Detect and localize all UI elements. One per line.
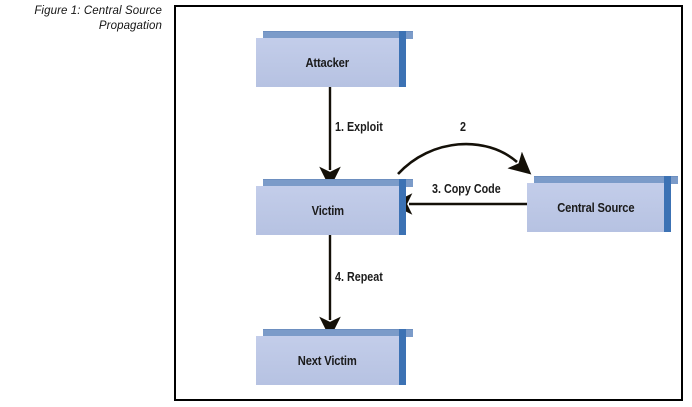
edge-label-request: 2: [460, 120, 466, 134]
node-attacker-side-face: [399, 31, 406, 87]
node-attacker-front-face: Attacker: [256, 38, 399, 87]
node-next-victim-label: Next Victim: [298, 353, 357, 368]
node-attacker-label: Attacker: [305, 55, 350, 70]
node-central-source[interactable]: Central Source: [527, 176, 678, 232]
node-attacker-top-face: [263, 31, 413, 39]
edge-label-repeat: 4. Repeat: [335, 270, 383, 284]
node-next-victim[interactable]: Next Victim: [256, 329, 413, 385]
node-next-victim-front-face: Next Victim: [256, 336, 399, 385]
node-next-victim-top-face: [263, 329, 413, 337]
node-central-source-top-face: [534, 176, 678, 184]
node-central-source-label: Central Source: [556, 200, 635, 215]
node-victim-label: Victim: [311, 203, 344, 218]
arrow-request-curve: [397, 142, 532, 175]
edge-label-exploit: 1. Exploit: [335, 120, 383, 134]
node-victim[interactable]: Victim: [256, 179, 413, 235]
node-central-source-front-face: Central Source: [527, 183, 664, 232]
edge-label-copy-code: 3. Copy Code: [432, 182, 501, 196]
node-next-victim-side-face: [399, 329, 406, 385]
figure-caption: Figure 1: Central Source Propagation: [34, 5, 162, 32]
node-central-source-side-face: [664, 176, 671, 232]
node-victim-top-face: [263, 179, 413, 187]
node-victim-front-face: Victim: [256, 186, 399, 235]
node-victim-side-face: [399, 179, 406, 235]
node-attacker[interactable]: Attacker: [256, 31, 413, 87]
diagram-frame: Attacker Victim Central Source Next Vict…: [174, 5, 683, 401]
